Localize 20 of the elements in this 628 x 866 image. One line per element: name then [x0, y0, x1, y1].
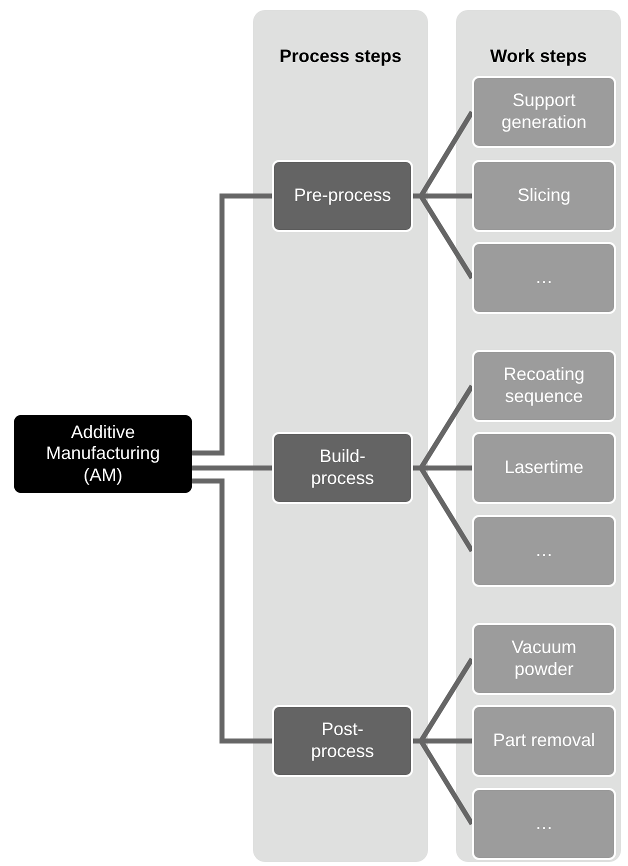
column-heading: Work steps: [489, 46, 588, 68]
step-box: Slicing: [472, 160, 616, 232]
step-box: Part removal: [472, 705, 616, 777]
connector-line: [192, 194, 272, 456]
process-box: Pre-process: [272, 160, 413, 232]
step-box: Recoating sequence: [472, 350, 616, 422]
step-box: Lasertime: [472, 432, 616, 504]
step-box: …: [472, 515, 616, 587]
step-box: …: [472, 788, 616, 860]
process-box: Build-process: [272, 432, 413, 504]
column-band: [253, 10, 428, 862]
process-box: Post-process: [272, 705, 413, 777]
root-box: Additive Manufacturing (AM): [14, 415, 192, 493]
column-heading: Process steps: [278, 46, 403, 68]
step-box: …: [472, 242, 616, 314]
connector-line: [192, 478, 272, 744]
column-band: [456, 10, 621, 862]
connector-line: [192, 466, 272, 470]
step-box: Support generation: [472, 76, 616, 148]
step-box: Vacuum powder: [472, 623, 616, 695]
